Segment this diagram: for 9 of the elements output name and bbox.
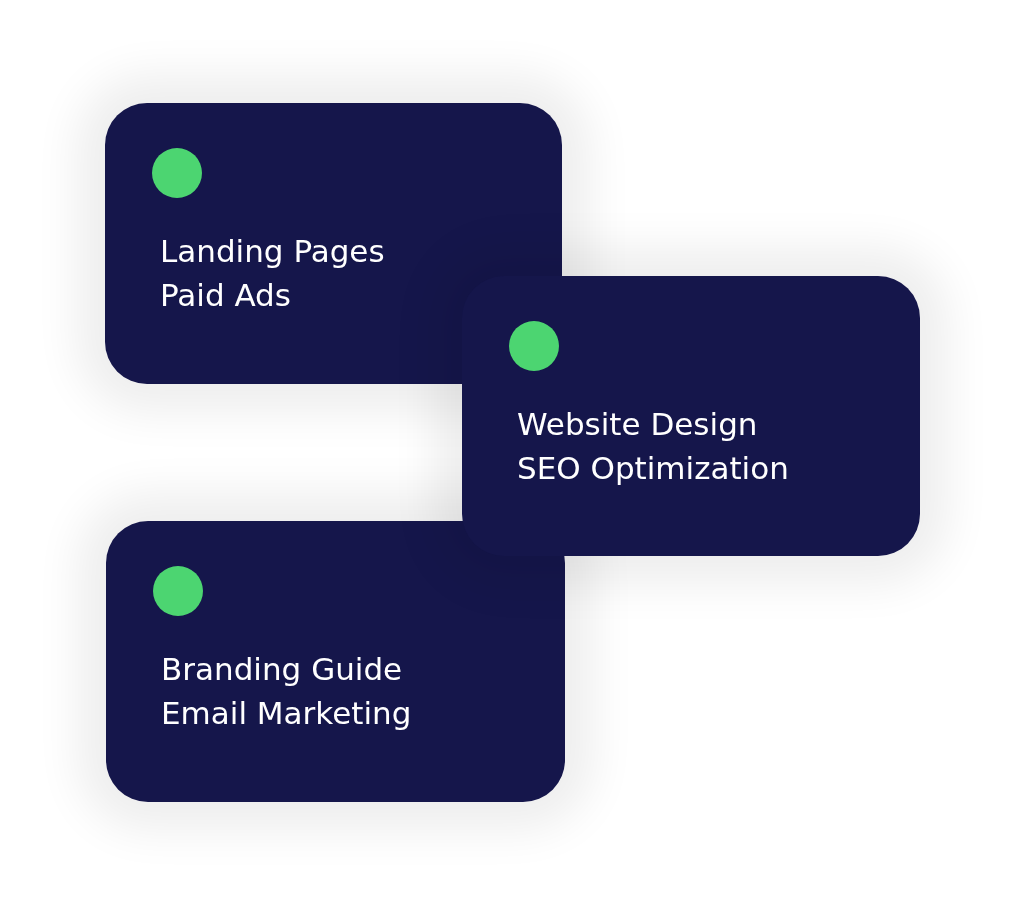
service-name: Landing Pages bbox=[160, 232, 385, 271]
service-name: Email Marketing bbox=[161, 694, 412, 733]
service-name: Paid Ads bbox=[160, 276, 291, 315]
service-name: SEO Optimization bbox=[517, 449, 789, 488]
service-card bbox=[106, 521, 565, 802]
service-name: Branding Guide bbox=[161, 650, 403, 689]
service-card bbox=[105, 103, 562, 384]
service-name: Website Design bbox=[517, 405, 758, 444]
service-card bbox=[462, 276, 920, 556]
